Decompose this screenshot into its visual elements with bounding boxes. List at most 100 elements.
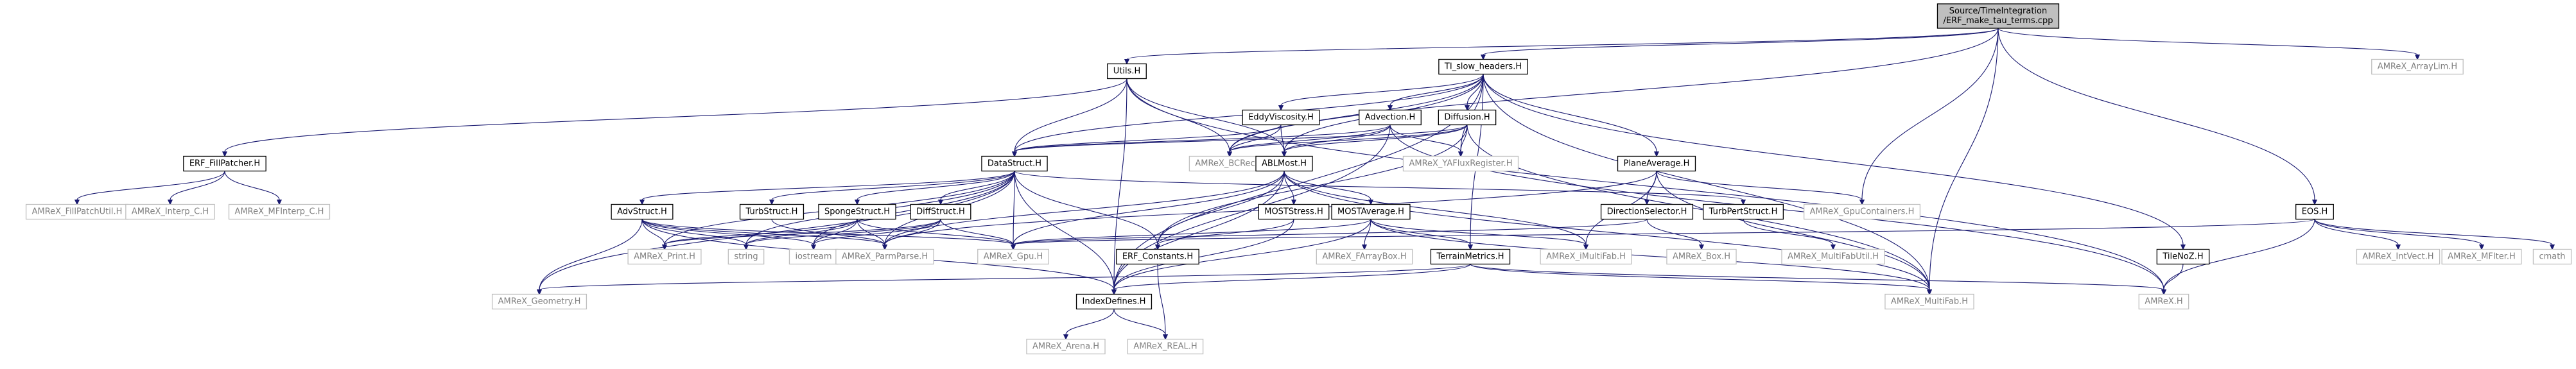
edge-terrain-to-multifab — [1470, 264, 1933, 295]
edge-arrowhead — [2161, 289, 2167, 295]
node-planeavg[interactable]: PlaneAverage.H — [1617, 155, 1696, 172]
node-terrain[interactable]: TerrainMetrics.H — [1430, 248, 1511, 265]
node-turbpert[interactable]: TurbPertStruct.H — [1702, 203, 1784, 220]
edge-line — [641, 219, 814, 246]
edge-datastruct-to-advstruct — [639, 171, 1015, 205]
edge-line — [1370, 219, 1930, 290]
node-label: SpongeStruct.H — [824, 207, 890, 217]
edge-terrain-to-geometry — [536, 264, 1471, 295]
node-mostavg[interactable]: MOSTAverage.H — [1331, 203, 1411, 220]
node-moststress[interactable]: MOSTStress.H — [1258, 203, 1330, 220]
node-gpucontainers: AMReX_GpuContainers.H — [1803, 203, 1921, 220]
edge-arrowhead — [1387, 105, 1393, 111]
node-box — [1107, 63, 1147, 80]
node-box — [2156, 248, 2210, 265]
node-erfconst[interactable]: ERF_Constants.H — [1116, 248, 1199, 265]
edge-line — [813, 219, 858, 245]
node-indexdefines[interactable]: IndexDefines.H — [1075, 293, 1153, 310]
edge-arrowhead — [1063, 334, 1069, 340]
node-eos[interactable]: EOS.H — [2295, 203, 2334, 220]
edge-root-to-utils — [1124, 28, 1999, 65]
edge-line — [1370, 219, 1471, 245]
edge-arrowhead — [937, 199, 944, 205]
node-label: MOSTAverage.H — [1337, 207, 1404, 217]
edge-line — [1014, 171, 1158, 245]
edge-root-to-ti — [1480, 28, 1999, 60]
edge-line — [1065, 309, 1115, 335]
edge-line — [539, 219, 643, 290]
edge-line — [1014, 171, 1744, 200]
node-diffusion[interactable]: Diffusion.H — [1438, 109, 1497, 126]
edge-arrowhead — [1154, 244, 1161, 250]
edge-line — [1013, 219, 2315, 246]
edge-arrowhead — [1830, 244, 1836, 250]
node-label: AMReX_ParmParse.H — [842, 252, 928, 262]
edge-line — [1284, 124, 1468, 152]
node-root[interactable]: Source/TimeIntegration/ERF_make_tau_term… — [1936, 3, 2060, 29]
edge-line — [857, 171, 1015, 200]
edge-arrowhead — [2180, 244, 2186, 250]
node-spongestruct[interactable]: SpongeStruct.H — [818, 203, 896, 220]
edge-fillpatcher-to-mfinterp — [224, 171, 283, 205]
node-turbstruct[interactable]: TurbStruct.H — [739, 203, 805, 220]
edge-line — [1113, 78, 1127, 290]
edge-arrowhead — [1011, 151, 1018, 157]
edge-arrowhead — [1458, 151, 1464, 157]
edge-arrowhead — [536, 289, 543, 295]
node-box — [739, 203, 805, 220]
node-label: TI_slow_headers.H — [1444, 62, 1522, 72]
edge-datastruct-to-indexdefines — [1014, 171, 1117, 295]
edge-fillpatcher-to-interpc — [167, 171, 225, 205]
node-utils[interactable]: Utils.H — [1107, 63, 1147, 80]
edge-line — [1014, 78, 1127, 152]
edge-line — [1280, 74, 1484, 106]
node-label: /ERF_make_tau_terms.cpp — [1943, 16, 2053, 26]
node-label: ERF_Constants.H — [1122, 252, 1193, 262]
node-eddy[interactable]: EddyViscosity.H — [1242, 109, 1320, 126]
edge-line — [884, 219, 941, 245]
edge-line — [1229, 124, 1391, 152]
edge-line — [1014, 171, 1115, 290]
edge-arrowhead — [1583, 244, 1589, 250]
node-bcrec: AMReX_BCRec.H — [1188, 155, 1271, 172]
node-ti[interactable]: TI_slow_headers.H — [1438, 58, 1528, 75]
edge-line — [1997, 28, 2418, 55]
node-diffstruct[interactable]: DiffStruct.H — [910, 203, 971, 220]
edge-mostavg-to-farraybox — [1361, 219, 1371, 250]
edge-line — [1157, 219, 1294, 246]
node-box — [1666, 248, 1737, 265]
node-box — [1026, 338, 1106, 355]
edge-arrowhead — [769, 199, 775, 205]
node-label: AMReX_MultiFabUtil.H — [1788, 252, 1879, 262]
node-tilenoz[interactable]: TileNoZ.H — [2156, 248, 2210, 265]
edge-erfconst-to-real — [1157, 264, 1169, 340]
edge-dirselector-to-amrexbox — [1646, 219, 1705, 250]
node-advstruct[interactable]: AdvStruct.H — [611, 203, 674, 220]
node-datastruct[interactable]: DataStruct.H — [981, 155, 1048, 172]
node-dirselector[interactable]: DirectionSelector.H — [1600, 203, 1694, 220]
node-advection[interactable]: Advection.H — [1359, 109, 1422, 126]
edge-line — [771, 219, 885, 245]
edge-line — [641, 219, 747, 245]
edge-ti-to-eddy — [1278, 74, 1484, 111]
node-label: Advection.H — [1365, 113, 1416, 123]
graph-nodes: Source/TimeIntegration/ERF_make_tau_term… — [25, 3, 2572, 355]
edge-ablmost-to-moststress — [1284, 171, 1297, 205]
node-box — [977, 248, 1049, 265]
node-arraylim: AMReX_ArrayLim.H — [2371, 58, 2464, 75]
edge-arrowhead — [1926, 289, 1933, 295]
node-label: AMReX_MultiFab.H — [1891, 297, 1968, 307]
node-label: iostream — [795, 252, 831, 262]
edge-turbpert-to-multifabutil — [1743, 219, 1836, 250]
edge-diffusion-to-ablmost — [1281, 124, 1468, 157]
edge-diffusion-to-datastruct — [1011, 124, 1468, 157]
node-label: AMReX.H — [2145, 297, 2182, 307]
edge-line — [1364, 219, 1371, 245]
node-fillpatcher[interactable]: ERF_FillPatcher.H — [183, 155, 266, 172]
edge-root-to-arraylim — [1997, 28, 2421, 60]
edge-arrowhead — [882, 244, 888, 250]
node-ablmost[interactable]: ABLMost.H — [1255, 155, 1313, 172]
node-interpc: AMReX_Interp_C.H — [125, 203, 215, 220]
edge-arrowhead — [2549, 244, 2555, 250]
node-label: AMReX_Box.H — [1673, 252, 1730, 262]
